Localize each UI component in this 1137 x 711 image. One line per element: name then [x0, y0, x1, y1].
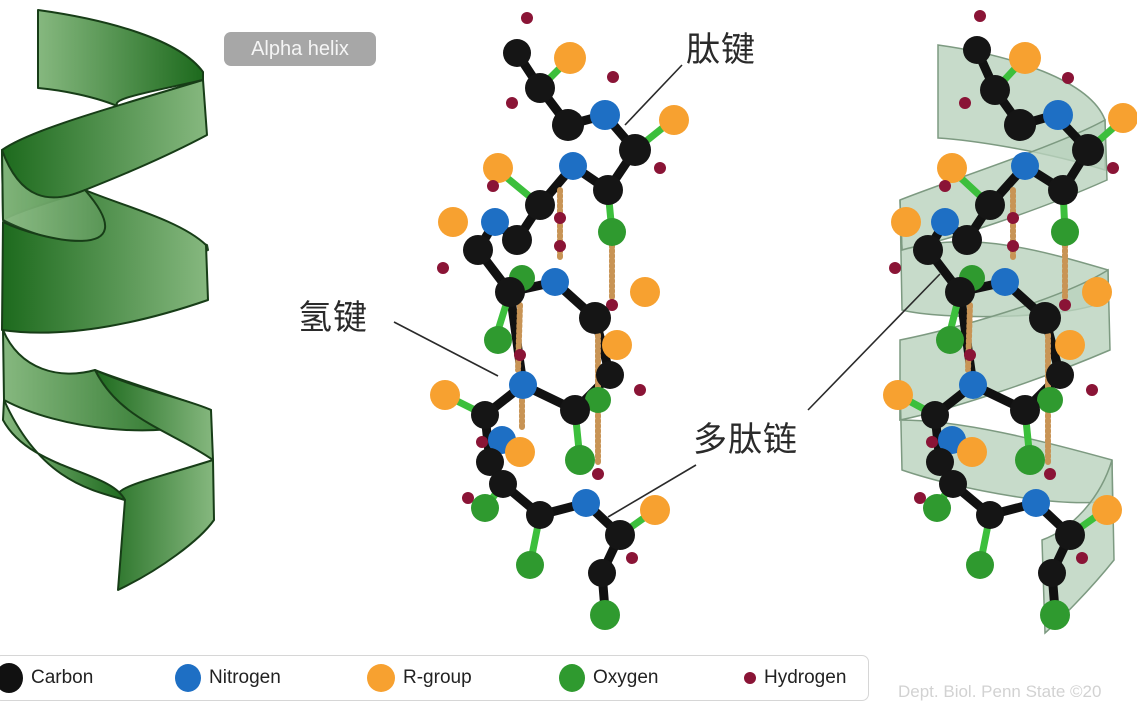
legend-item-r-group: R-group — [367, 656, 472, 700]
legend-item-carbon: Carbon — [0, 656, 93, 700]
credit-text: Dept. Biol. Penn State ©20 — [898, 682, 1102, 701]
carbon-atom-icon — [0, 663, 23, 693]
polypeptide-leader-line — [807, 273, 941, 411]
nitrogen-atom-icon — [175, 664, 201, 692]
r-group-icon — [367, 664, 395, 692]
legend-item-hydrogen: Hydrogen — [744, 656, 846, 700]
label-hydrogen-bond: 氢键 — [298, 298, 368, 338]
label-peptide-bond: 肽键 — [686, 30, 756, 70]
ribbon-helix-icon — [1, 9, 215, 591]
legend: Carbon Nitrogen R-group Oxygen Hydrogen — [0, 655, 869, 701]
legend-item-oxygen: Oxygen — [559, 656, 658, 700]
label-polypeptide-chain: 多肽链 — [693, 420, 798, 460]
ball-and-stick-molecule — [430, 12, 697, 630]
legend-item-nitrogen: Nitrogen — [175, 656, 281, 700]
alpha-helix-tag: Alpha helix — [224, 32, 376, 66]
molecule-with-ribbon — [883, 10, 1137, 635]
hbond-leader-line — [393, 321, 499, 377]
hydrogen-atom-icon — [744, 672, 756, 684]
oxygen-atom-icon — [559, 664, 585, 692]
